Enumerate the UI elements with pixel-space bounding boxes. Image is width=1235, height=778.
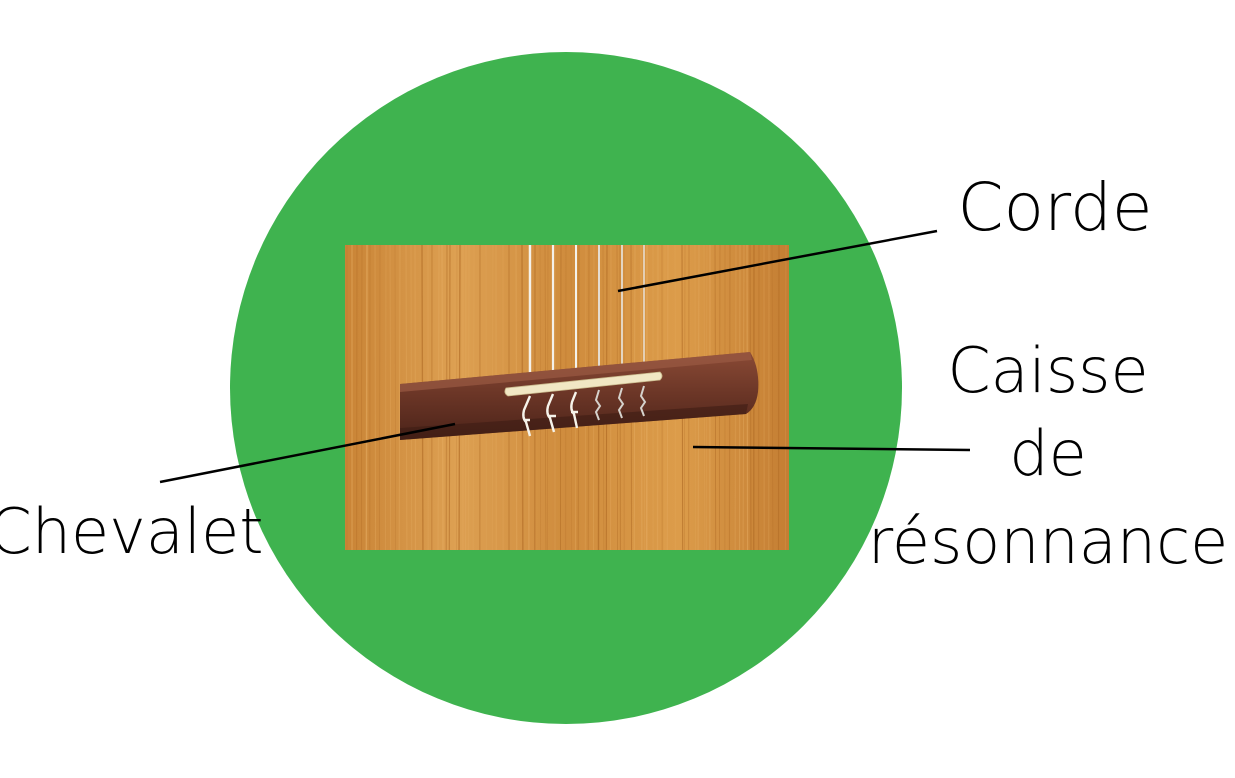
leader-line-caisse [692,445,971,452]
grain-line [379,245,381,550]
leader-line-chevalet [159,422,456,484]
grain-line [365,245,368,550]
grain-line [398,245,401,550]
guitar-bridge-photo [345,245,789,550]
grain-line [777,245,780,550]
grain-line [771,245,774,550]
label-caisse-line2: de [1009,417,1087,490]
bridge-piece [400,352,759,440]
label-caisse-line3: résonnance [868,505,1229,578]
strings-group [528,245,645,382]
grain-line [389,245,392,550]
grain-line [784,245,787,550]
label-corde: Corde [958,169,1153,246]
grain-line [361,245,363,550]
saddle [504,371,663,397]
label-chevalet: Chevalet [0,495,264,568]
leader-line-corde [617,229,938,293]
grain-line [394,245,396,550]
label-caisse-line1: Caisse [947,334,1148,407]
